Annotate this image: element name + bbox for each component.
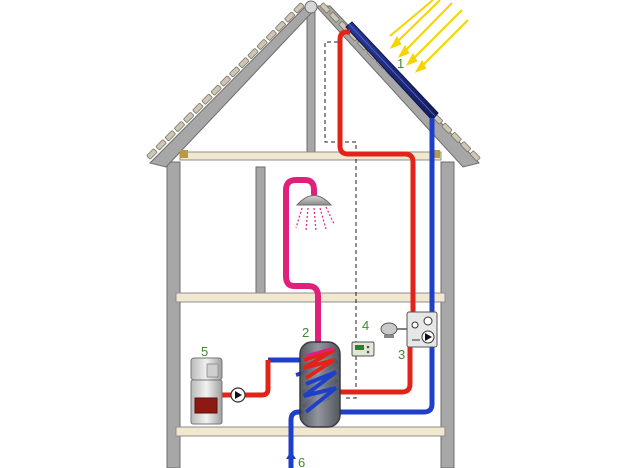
cold-inlet-arrow <box>286 451 296 459</box>
roof-tile <box>329 11 340 23</box>
roof-tile <box>256 39 268 50</box>
label-pump-station: 3 <box>398 347 405 362</box>
roof-tile <box>210 84 222 96</box>
roof-tile <box>220 75 231 87</box>
solar-controller <box>351 341 375 357</box>
roof-tile <box>451 132 462 143</box>
roof-tile <box>284 11 296 23</box>
roof-tile <box>275 20 286 32</box>
roof-tile <box>146 148 158 160</box>
roof-tile <box>441 122 453 134</box>
label-storage-tank: 2 <box>302 325 309 340</box>
roof-tile <box>247 48 259 59</box>
roof-tile <box>293 2 305 14</box>
roof-tile <box>192 103 204 114</box>
roof-tile <box>201 93 213 105</box>
roof-tile <box>319 2 331 14</box>
expansion-vessel <box>380 322 407 338</box>
label-controller: 4 <box>362 318 369 333</box>
roof-tile <box>460 141 471 153</box>
solar-collector <box>345 21 439 121</box>
shower-head <box>295 195 335 232</box>
label-collector: 1 <box>397 56 404 71</box>
label-boiler: 5 <box>201 344 208 359</box>
roof-tile <box>266 30 277 41</box>
roof-tile <box>238 57 250 68</box>
storage-tank <box>299 341 341 428</box>
roof-tile <box>155 139 167 151</box>
sun-rays <box>389 0 469 73</box>
boiler-pump <box>230 387 246 403</box>
label-cold-inlet: 6 <box>298 455 305 468</box>
roof-tile <box>183 112 194 123</box>
roof-tile <box>174 121 185 132</box>
roof-tile <box>229 66 240 78</box>
roof-tile <box>469 150 481 162</box>
auxiliary-boiler <box>190 357 223 425</box>
pump-station <box>406 311 438 348</box>
shower-pipe <box>283 177 321 345</box>
roof-tile <box>165 130 176 141</box>
